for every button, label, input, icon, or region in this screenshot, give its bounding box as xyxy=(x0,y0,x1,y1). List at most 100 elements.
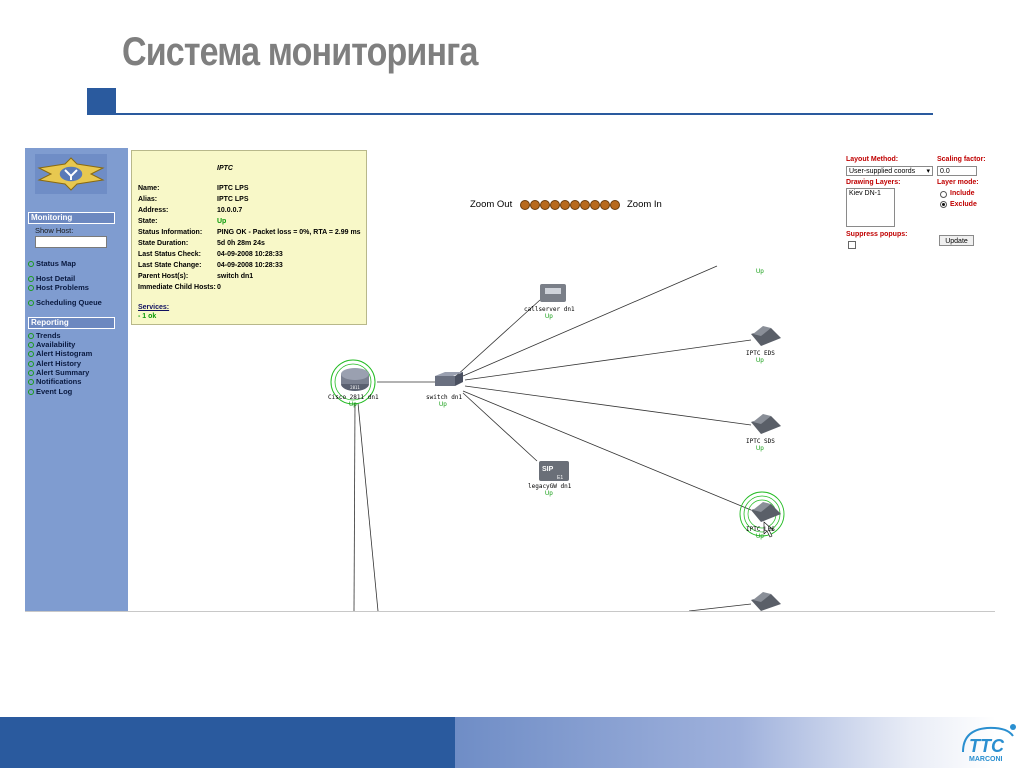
popup-services-value: - 1 ok xyxy=(138,313,157,320)
sidebar-link-availability[interactable]: Availability xyxy=(28,340,75,349)
popup-host-title: IPTC xyxy=(217,165,233,172)
zoom-level-dot[interactable] xyxy=(520,200,530,210)
iptc-eds-node[interactable] xyxy=(751,326,781,346)
bullet-icon xyxy=(28,379,34,386)
phone-handset xyxy=(753,326,771,336)
include-label: Include xyxy=(950,190,975,197)
sidebar-link-scheduling-queue[interactable]: Scheduling Queue xyxy=(28,298,102,307)
scaling-factor-label: Scaling factor: xyxy=(937,156,986,163)
layer-mode-label: Layer mode: xyxy=(937,179,979,186)
popup-label: State Duration: xyxy=(138,240,189,247)
phone-handset xyxy=(753,502,771,512)
sidebar-link-alert-summary[interactable]: Alert Summary xyxy=(28,368,89,377)
sidebar-link-alert-histogram[interactable]: Alert Histogram xyxy=(28,349,92,358)
callserver-label: callserver dn1 xyxy=(524,306,575,313)
router-model: 2811 xyxy=(350,385,360,390)
sidebar-link-event-log[interactable]: Event Log xyxy=(28,387,72,396)
sidebar-link-host-problems[interactable]: Host Problems xyxy=(28,283,89,292)
popup-label: State: xyxy=(138,218,158,225)
brand-logo-text: TTC xyxy=(969,736,1005,756)
popup-label: Status Information: xyxy=(138,229,203,236)
callserver-display xyxy=(545,288,561,294)
zoom-level-dot[interactable] xyxy=(580,200,590,210)
drawing-layers-list[interactable]: Kiev DN-1 xyxy=(846,188,895,227)
callserver-node[interactable] xyxy=(540,284,566,302)
zoom-out-label[interactable]: Zoom Out xyxy=(470,199,513,210)
popup-value: 0 xyxy=(217,284,221,291)
iptc-sds-label: IPTC SDS xyxy=(746,438,775,445)
router-top xyxy=(341,368,369,380)
sidebar-link-host-detail[interactable]: Host Detail xyxy=(28,274,75,283)
bullet-icon xyxy=(28,276,34,283)
top-node-status: Up xyxy=(756,269,764,275)
cisco-router-node[interactable]: 2811 xyxy=(330,359,376,405)
popup-label: Address: xyxy=(138,207,169,214)
sidebar: Monitoring Show Host: Status Map Host De… xyxy=(25,148,128,611)
zoom-level-dot[interactable] xyxy=(600,200,610,210)
exclude-radio[interactable] xyxy=(940,201,947,208)
link-switch-sds xyxy=(464,385,752,426)
link-switch-legacygw xyxy=(462,392,538,462)
zoom-level-dot[interactable] xyxy=(610,200,620,210)
zoom-level-dot[interactable] xyxy=(540,200,550,210)
gateway-badge-e1: E1 xyxy=(557,475,563,481)
status-ring xyxy=(330,359,376,405)
include-radio[interactable] xyxy=(940,191,947,198)
zoom-level-dot[interactable] xyxy=(590,200,600,210)
popup-value: 04-09-2008 10:28:33 xyxy=(217,251,283,258)
bullet-icon xyxy=(28,285,34,292)
drawing-layer-item[interactable]: Kiev DN-1 xyxy=(849,190,881,197)
sidebar-link-trends[interactable]: Trends xyxy=(28,331,61,340)
monitoring-screenshot: Monitoring Show Host: Status Map Host De… xyxy=(25,148,995,612)
bullet-icon xyxy=(28,370,34,377)
popup-value: 5d 0h 28m 24s xyxy=(217,240,265,247)
gateway-icon xyxy=(539,461,569,481)
ttc-marconi-logo-icon: TTC xyxy=(962,724,1016,756)
switch-node[interactable] xyxy=(435,372,463,386)
status-ring xyxy=(334,363,372,401)
zoom-in-label[interactable]: Zoom In xyxy=(627,199,662,210)
slide-title: Система мониторинга xyxy=(122,30,478,74)
zoom-level-dot[interactable] xyxy=(530,200,540,210)
iptc-eds-label: IPTC EDS xyxy=(746,350,775,357)
scaling-factor-input[interactable]: 0.0 xyxy=(937,166,977,176)
link-switch-callserver xyxy=(454,299,541,378)
bullet-icon xyxy=(28,361,34,368)
link-bottom-phone xyxy=(688,603,752,611)
link-switch-top xyxy=(462,265,718,377)
link-switch-eds xyxy=(464,339,752,381)
suppress-popups-checkbox[interactable] xyxy=(848,241,856,249)
app-logo xyxy=(35,154,107,194)
update-button[interactable]: Update xyxy=(939,235,974,246)
legacygw-node[interactable]: SIP E1 xyxy=(539,461,569,481)
iptc-sds-status: Up xyxy=(756,446,764,452)
sidebar-link-alert-history[interactable]: Alert History xyxy=(28,359,81,368)
bottom-phone-node[interactable] xyxy=(751,592,781,611)
zoom-level-dot[interactable] xyxy=(570,200,580,210)
bullet-icon xyxy=(28,351,34,358)
logo-emblem-icon xyxy=(37,157,105,191)
iptc-sds-node[interactable] xyxy=(751,414,781,434)
iptc-lps-status: Up xyxy=(756,534,764,540)
status-ring xyxy=(739,491,785,537)
monitoring-header: Monitoring xyxy=(28,212,115,224)
zoom-level-dot[interactable] xyxy=(550,200,560,210)
link-switch-lps xyxy=(462,390,752,511)
sidebar-link-notifications[interactable]: Notifications xyxy=(28,377,81,386)
dropdown-arrow-icon: ▾ xyxy=(926,168,930,175)
popup-services-link[interactable]: Services: xyxy=(138,304,170,311)
iptc-lps-node[interactable] xyxy=(739,491,785,538)
popup-label: Alias: xyxy=(138,196,158,203)
zoom-level-dot[interactable] xyxy=(560,200,570,210)
switch-status: Up xyxy=(439,402,447,408)
layout-method-select[interactable]: User-supplied coords▾ xyxy=(846,166,933,176)
switch-icon xyxy=(435,376,455,386)
show-host-input[interactable] xyxy=(35,236,107,248)
popup-value: 04-09-2008 10:28:33 xyxy=(217,262,283,269)
popup-label: Name: xyxy=(138,185,160,192)
sidebar-link-status-map[interactable]: Status Map xyxy=(28,259,76,268)
popup-value: IPTC LPS xyxy=(217,185,249,192)
popup-value: IPTC LPS xyxy=(217,196,249,203)
popup-label: Immediate Child Hosts: xyxy=(138,284,216,291)
switch-top xyxy=(435,372,463,376)
